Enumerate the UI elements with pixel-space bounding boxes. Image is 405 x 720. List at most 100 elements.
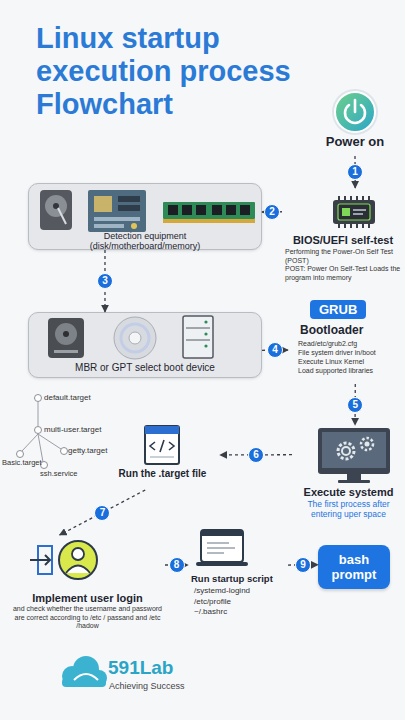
target-file-icon [145,426,179,464]
tree-diagram [61,448,68,455]
memory-illustration [226,205,236,215]
server-illustration [204,332,207,335]
step-heading: BIOS/UEFI self-test [282,234,404,246]
monitor-icon [342,447,350,455]
login-icon [72,548,84,560]
server-illustration [183,316,213,358]
chip-icon [339,196,369,228]
node-label: Power on [315,134,395,149]
step-number: 3 [97,273,113,289]
bios-step: BIOS/UEFI self-testPerforming the Power-… [282,188,404,296]
script-icon [196,530,248,566]
tree-diagram [35,427,42,434]
systemd-step: Execute systemdThe first process after e… [292,425,405,535]
chip-icon [353,209,366,211]
motherboard-illustration [94,217,140,221]
box-label: Detection equipment (disk/motherboard/me… [75,231,215,251]
brand-slogan: Achieving Success [109,681,185,691]
chip-icon [342,208,350,216]
server-illustration [204,344,207,347]
startup-script-step: Run startup script/systemd-logind/etc/pr… [188,525,288,635]
tree-diagram [35,395,42,402]
monitor-icon [318,428,390,474]
tree-node-label: ssh.service [40,469,78,478]
diagram-title: Linux startup execution process Flowchar… [36,22,321,121]
power-icon [345,105,365,123]
hardware-box: Detection equipment (disk/motherboard/me… [28,183,262,250]
chip-icon [333,196,375,228]
brand-logo [74,674,98,680]
memory-illustration [168,205,178,215]
script-icon [207,543,235,553]
login-step: Implement user loginand check whether th… [10,535,165,635]
script-path: /etc/profile [188,597,288,608]
step-number: 8 [169,557,185,573]
memory-illustration [240,205,250,215]
step-heading: Implement user login [10,592,165,604]
step-description: Load supported libraries [288,366,404,375]
brand-logo [62,656,107,687]
monitor-icon [338,480,370,483]
memory-illustration [163,202,255,219]
brand-logo [62,678,106,687]
brand-logo [73,656,99,682]
boot-device-box: MBR or GPT select boot device [28,312,262,378]
step-description: The first process after entering uper sp… [292,499,405,519]
motherboard-illustration [88,190,146,232]
power-icon [335,92,375,132]
motherboard-illustration [94,196,112,212]
monitor-icon [338,443,354,459]
box-label: bash prompt [318,552,390,582]
hard-disk-illustration [53,203,59,209]
step-number: 7 [94,505,110,521]
flow-connector [60,490,146,535]
tree-node-label: Basic.target [2,458,42,467]
target-file-icon [145,426,179,434]
script-path: ~/.bashrc [188,607,288,618]
step-heading: Run the .target file [105,468,220,479]
step-number: 5 [347,397,363,413]
monitor-icon [322,432,386,468]
drive-illustration [54,350,78,353]
monitor-icon [318,428,390,483]
power-icon [354,100,357,112]
motherboard-illustration [88,190,146,232]
step-number: 2 [264,204,280,220]
drive-illustration [55,323,77,345]
hard-disk-illustration [58,208,66,224]
motherboard-illustration [118,205,140,211]
script-icon [201,530,243,536]
target-file-icon [150,440,174,452]
drive-illustration [48,318,84,358]
bootloader-badge: GRUB [310,300,366,319]
login-icon [38,546,52,574]
script-icon [196,562,248,566]
hard-disk-illustration [45,195,67,217]
drive-illustration [63,331,69,337]
step-number: 1 [347,164,363,180]
target-file-icon [150,456,174,458]
tree-node-label: multi-user.target [44,425,101,434]
text-group: bash prompt [318,552,390,582]
tree-node-label: getty.target [68,446,107,455]
step-description: Performing the Power-On Self Test (POST) [282,248,404,265]
brand-name: 591Lab [108,657,173,679]
script-icon [201,530,243,562]
power-icon [332,89,378,135]
login-icon [66,566,90,574]
hard-disk-illustration [40,190,72,230]
step-number: 9 [295,557,311,573]
login-icon [30,541,97,579]
monitor-icon [365,442,370,447]
motherboard-illustration [131,223,137,229]
bash-prompt-box: bash prompt [318,545,390,589]
chip-icon [353,213,363,215]
chip-icon [333,200,375,224]
tree-diagram [17,451,24,458]
motherboard-illustration [118,196,140,202]
drive-illustration [48,318,84,358]
disc-illustration [121,324,149,352]
step-heading: Run startup script [188,573,288,584]
step-description: Read/etc/grub2.cfg [288,339,404,348]
